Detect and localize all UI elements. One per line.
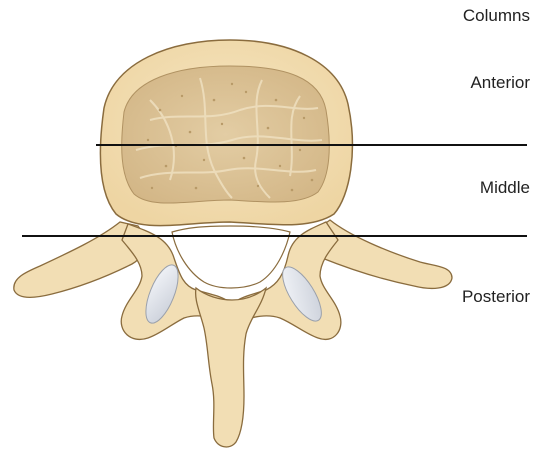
columns-heading: Columns <box>463 6 530 26</box>
spinous-process <box>196 288 266 447</box>
posterior-column-label: Posterior <box>462 287 530 307</box>
middle-column-label: Middle <box>480 178 530 198</box>
cancellous-bone <box>122 66 330 203</box>
anterior-column-label: Anterior <box>470 73 530 93</box>
vertebral-body <box>100 40 352 226</box>
right-transverse-process <box>314 220 452 288</box>
posterior-elements <box>14 220 452 447</box>
